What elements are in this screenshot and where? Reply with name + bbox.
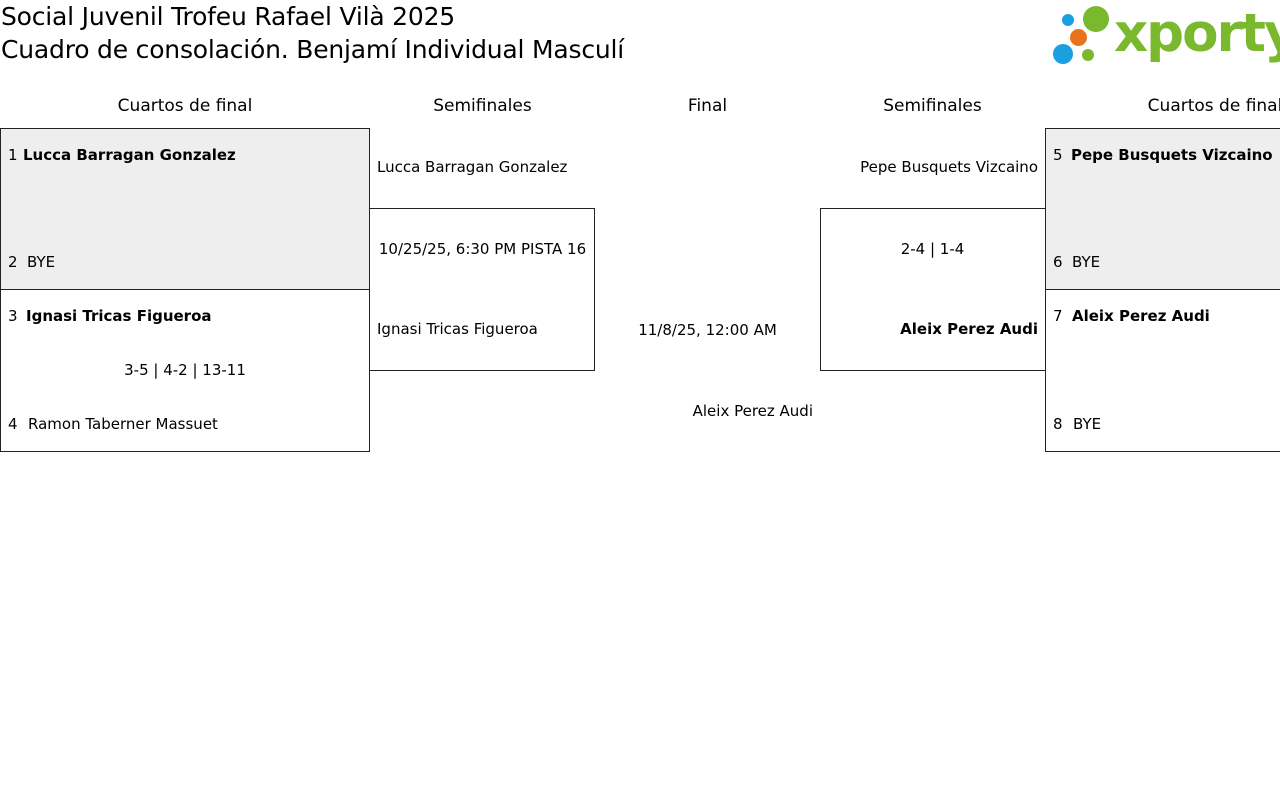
player-name[interactable]: Aleix Perez Audi — [1072, 307, 1210, 325]
seed-number: 2 — [8, 253, 18, 271]
seed-number: 1 — [8, 146, 18, 164]
left-semifinal-match[interactable] — [369, 208, 595, 371]
tournament-title: Social Juvenil Trofeu Rafael Vilà 2025 — [1, 2, 456, 31]
player-name: BYE — [27, 253, 56, 271]
match-score: 2-4 | 1-4 — [900, 240, 965, 258]
player-name[interactable]: Aleix Perez Audi — [900, 320, 1038, 338]
seed-number: 7 — [1053, 307, 1063, 325]
player-name[interactable]: Ignasi Tricas Figueroa — [26, 307, 212, 325]
header-final: Final — [687, 96, 728, 116]
seed-number: 6 — [1053, 253, 1063, 271]
logo-dot-blue-large — [1053, 44, 1073, 64]
logo-dot-green — [1083, 6, 1109, 32]
right-semifinal-match[interactable] — [820, 208, 1046, 371]
logo-dot-blue-small — [1062, 14, 1074, 26]
header-right-quarters: Cuartos de final — [1147, 96, 1280, 116]
draw-subtitle: Cuadro de consolación. Benjamí Individua… — [1, 35, 625, 64]
player-name[interactable]: Lucca Barragan Gonzalez — [23, 146, 236, 164]
seed-number: 5 — [1053, 146, 1063, 164]
player-name[interactable]: Ignasi Tricas Figueroa — [377, 320, 538, 338]
player-name[interactable]: Pepe Busquets Vizcaino — [860, 158, 1038, 176]
logo-wordmark: xporty — [1114, 3, 1280, 64]
player-name[interactable]: Ramon Taberner Massuet — [28, 415, 218, 433]
xporty-logo[interactable]: xporty — [1052, 4, 1280, 68]
header-right-semis: Semifinales — [883, 96, 982, 116]
right-quarter-match-1[interactable] — [1045, 128, 1280, 290]
seed-number: 8 — [1053, 415, 1063, 433]
player-name[interactable]: Pepe Busquets Vizcaino — [1071, 146, 1273, 164]
header-left-semis: Semifinales — [433, 96, 532, 116]
player-name: BYE — [1072, 253, 1101, 271]
logo-dot-green-small — [1082, 49, 1094, 61]
seed-number: 4 — [8, 415, 18, 433]
final-winner[interactable]: Aleix Perez Audi — [692, 402, 813, 420]
left-quarter-match-1[interactable] — [0, 128, 370, 290]
header-left-quarters: Cuartos de final — [117, 96, 253, 116]
player-name[interactable]: Lucca Barragan Gonzalez — [377, 158, 568, 176]
seed-number: 3 — [8, 307, 18, 325]
right-quarter-match-2[interactable] — [1045, 289, 1280, 452]
logo-dot-orange — [1070, 29, 1087, 46]
final-datetime: 11/8/25, 12:00 AM — [638, 321, 777, 339]
player-name: BYE — [1073, 415, 1102, 433]
match-score: 3-5 | 4-2 | 13-11 — [124, 361, 246, 379]
match-schedule: 10/25/25, 6:30 PM PISTA 16 — [378, 240, 587, 258]
